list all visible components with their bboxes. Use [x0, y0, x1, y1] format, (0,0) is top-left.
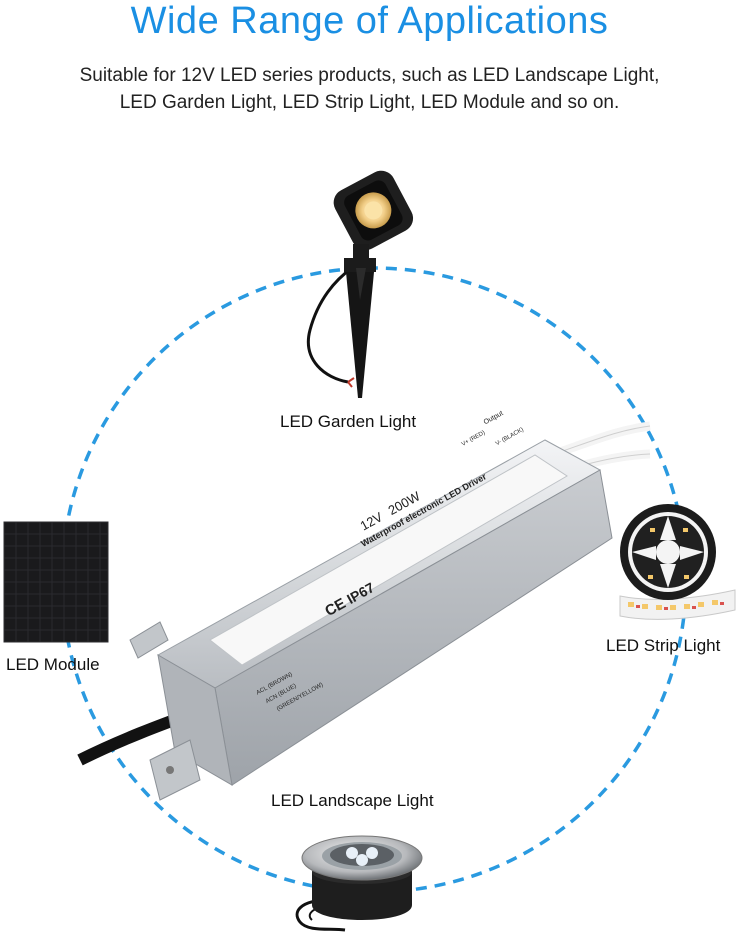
- label-led-strip: LED Strip Light: [606, 636, 721, 655]
- led-driver-image: [77, 421, 651, 801]
- led-strip-image: [619, 504, 736, 620]
- label-led-module: LED Module: [6, 655, 100, 674]
- driver-output-neg: V- (BLACK): [495, 427, 525, 447]
- page-subtitle: Suitable for 12V LED series products, su…: [0, 62, 739, 116]
- page-title: Wide Range of Applications: [130, 0, 609, 42]
- label-landscape-light: LED Landscape Light: [271, 791, 434, 810]
- subtitle-line-1: Suitable for 12V LED series products, su…: [79, 65, 660, 86]
- driver-output-pos: V+ (RED): [461, 430, 487, 448]
- driver-output-label: Output: [483, 410, 505, 426]
- subtitle-line-2: LED Garden Light, LED Strip Light, LED M…: [119, 92, 620, 113]
- led-module-image: [3, 521, 109, 643]
- label-garden-light: LED Garden Light: [280, 412, 417, 431]
- landscape-light-image: [295, 835, 423, 932]
- garden-light-image: [306, 170, 414, 398]
